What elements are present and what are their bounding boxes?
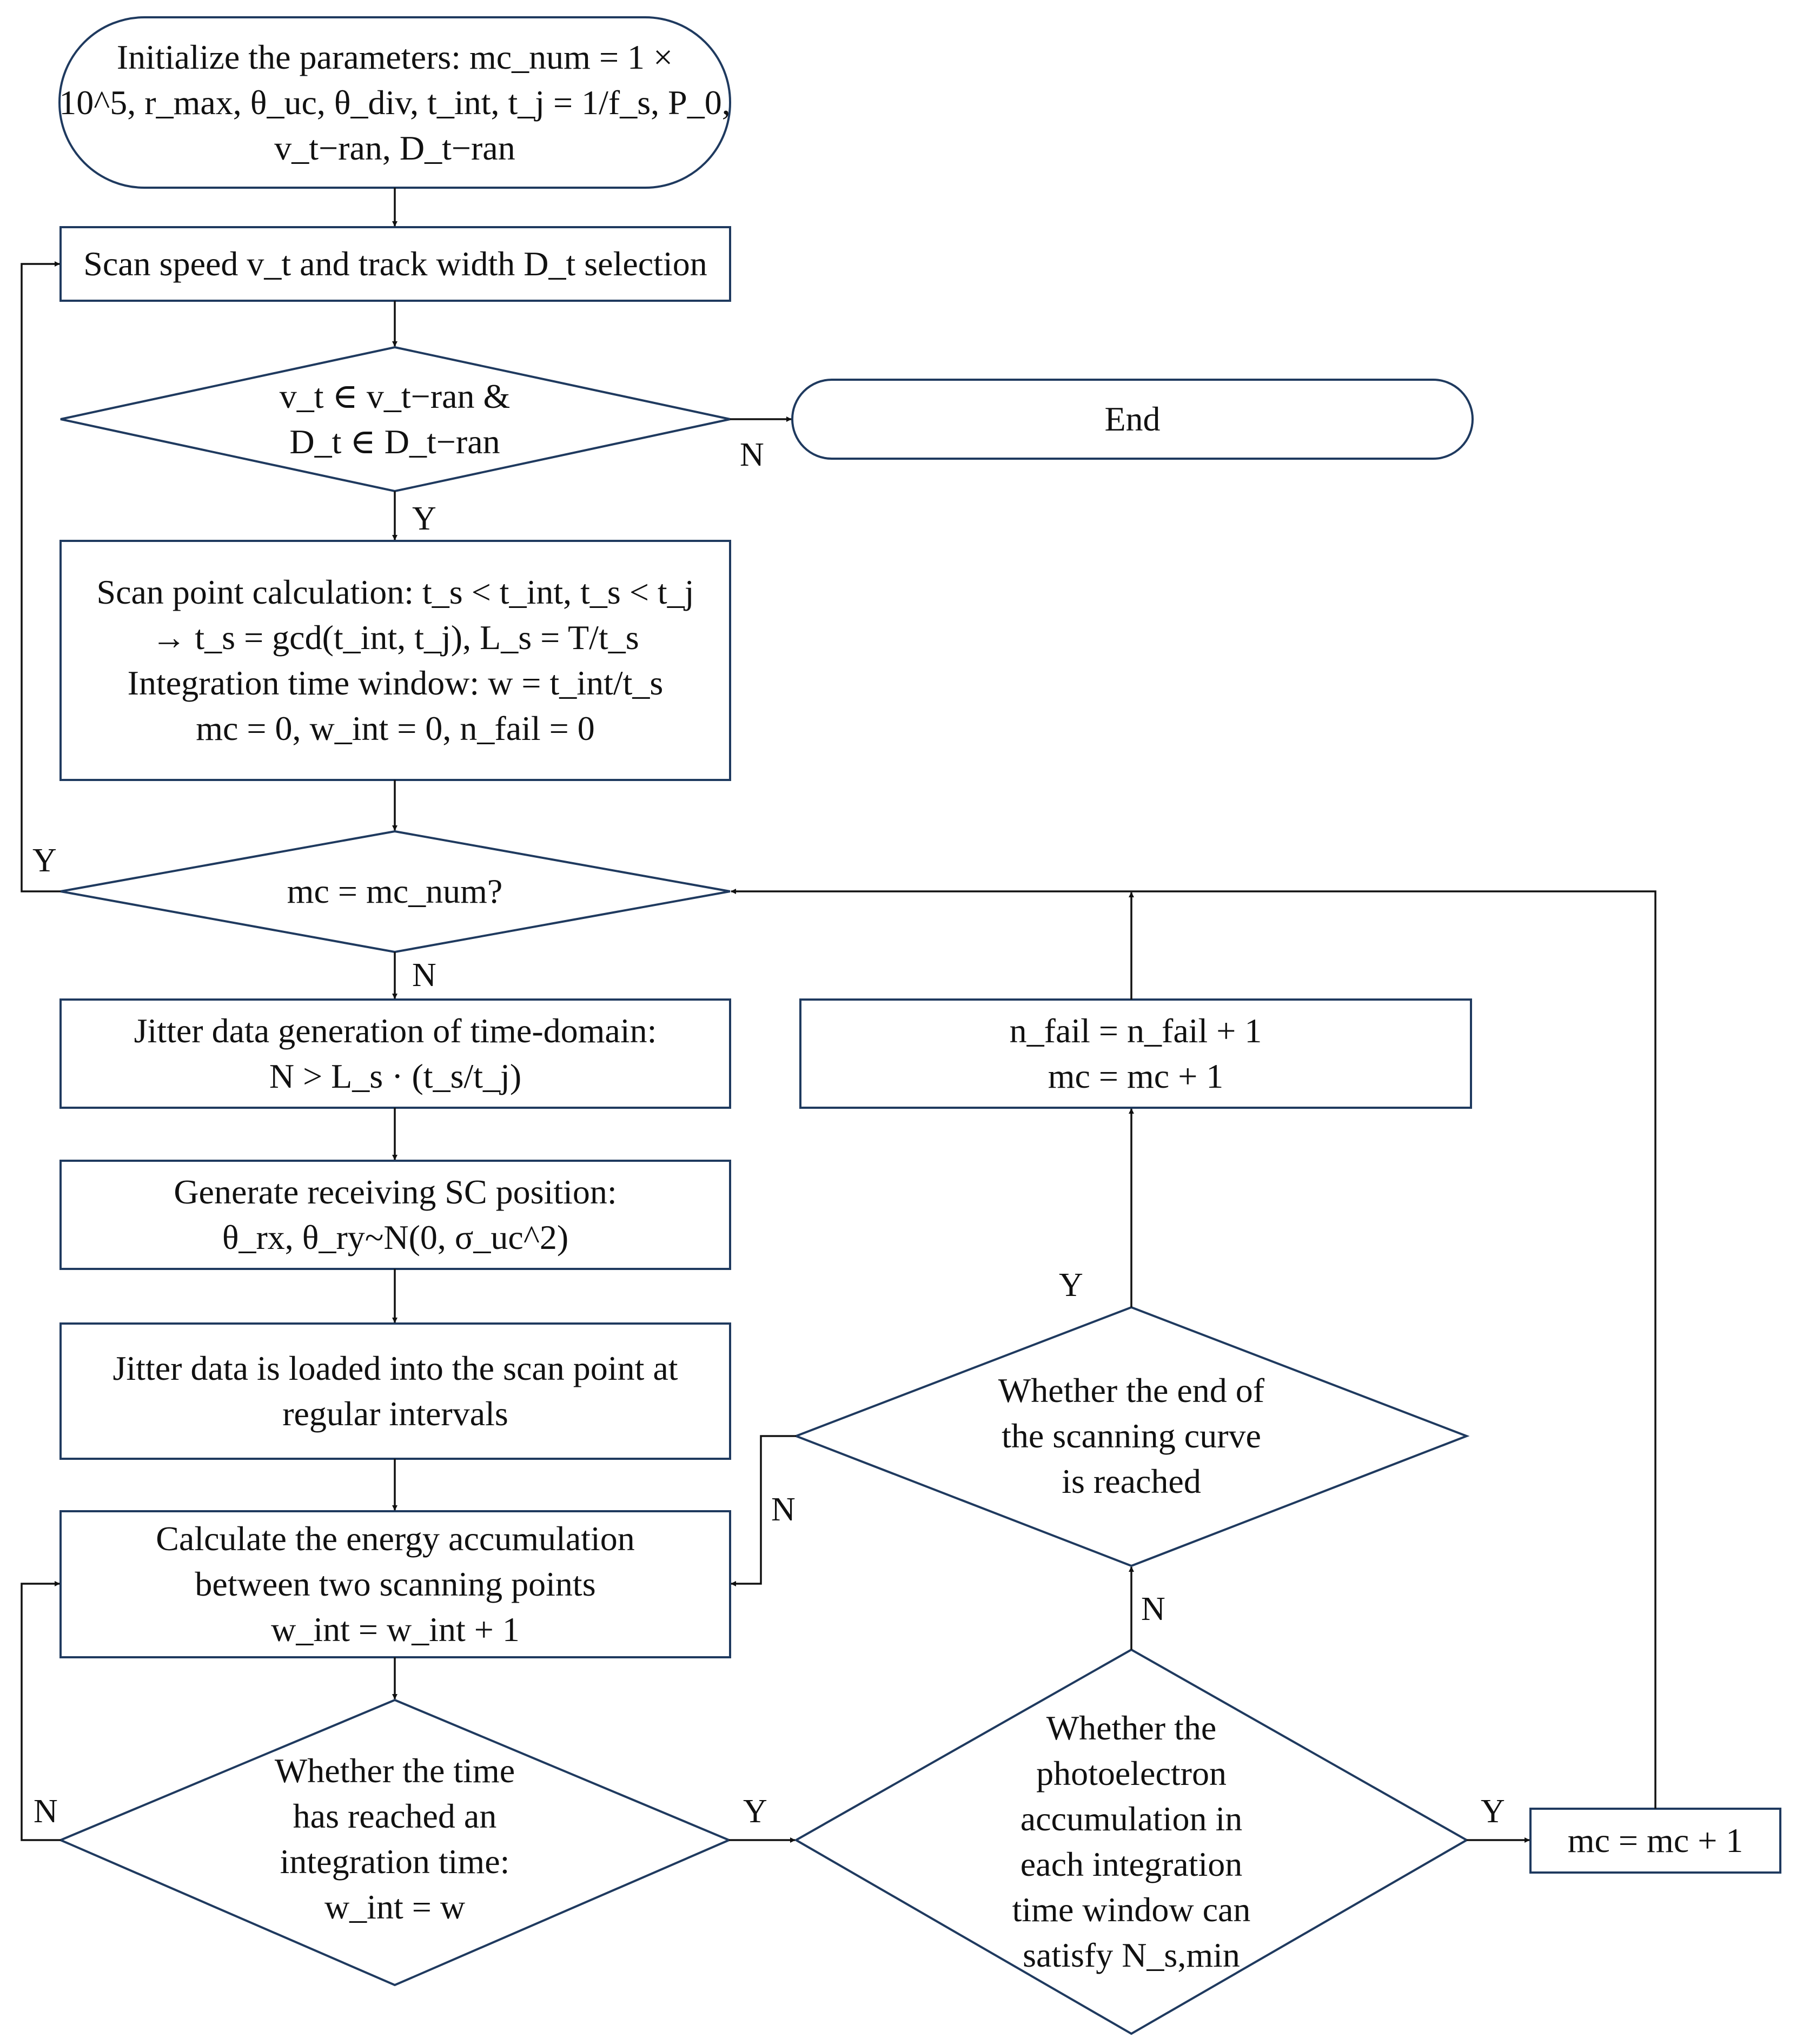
photo-decision-line-5: time window can bbox=[1012, 1890, 1251, 1929]
energy-calc-text: Calculate the energy accumulation betwee… bbox=[61, 1511, 730, 1657]
energy-calc-line-2: between two scanning points bbox=[195, 1565, 596, 1603]
curve-end-decision-diamond bbox=[793, 1306, 1470, 1567]
energy-calc-line-3: w_int = w_int + 1 bbox=[271, 1610, 520, 1649]
photo-decision-line-3: accumulation in bbox=[1020, 1800, 1243, 1838]
scan-calc-line-3: Integration time window: w = t_int/t_s bbox=[127, 664, 664, 702]
edge-time-no-loop bbox=[21, 1581, 61, 1841]
mc-inc-line-1: mc = mc + 1 bbox=[1567, 1821, 1744, 1860]
mc-inc-text: mc = mc + 1 bbox=[1530, 1809, 1780, 1873]
fail-inc-box bbox=[799, 998, 1472, 1109]
edge-mcinc-to-mc bbox=[731, 889, 1656, 1809]
time-decision-line-1: Whether the time bbox=[274, 1751, 515, 1790]
curve-end-line-3: is reached bbox=[1062, 1462, 1201, 1500]
photo-decision-diamond bbox=[793, 1648, 1469, 2035]
edge-mc-yes-loop bbox=[21, 261, 61, 892]
range-no-label: N bbox=[740, 436, 764, 473]
time-yes-label: Y bbox=[743, 1793, 767, 1830]
curve-end-line-1: Whether the end of bbox=[998, 1371, 1265, 1410]
scan-select-line-1: Scan speed v_t and track width D_t selec… bbox=[83, 244, 707, 283]
photo-no-label: N bbox=[1141, 1591, 1165, 1628]
end-terminal-shape bbox=[791, 379, 1474, 460]
mc-decision-text: mc = mc_num? bbox=[178, 865, 611, 917]
mc-decision-line-1: mc = mc_num? bbox=[287, 872, 503, 910]
range-yes-label: Y bbox=[412, 500, 436, 537]
end-text: End bbox=[792, 380, 1473, 459]
edge-curve-no-to-energy bbox=[731, 1435, 796, 1586]
mc-yes-label: Y bbox=[32, 842, 57, 879]
time-decision-line-2: has reached an bbox=[293, 1797, 497, 1835]
jitter-load-line-2: regular intervals bbox=[282, 1394, 508, 1433]
time-decision-diamond bbox=[57, 1698, 732, 1987]
curve-yes-label: Y bbox=[1059, 1267, 1083, 1304]
scan-select-text: Scan speed v_t and track width D_t selec… bbox=[61, 227, 730, 301]
time-decision-text: Whether the time has reached an integrat… bbox=[233, 1747, 557, 1931]
jitter-load-line-1: Jitter data is loaded into the scan poin… bbox=[112, 1349, 678, 1387]
time-no-label: N bbox=[34, 1793, 58, 1830]
end-line-1: End bbox=[1104, 400, 1161, 438]
curve-no-label: N bbox=[771, 1491, 796, 1528]
curve-end-decision-text: Whether the end of the scanning curve is… bbox=[942, 1366, 1321, 1506]
range-line-2: D_t ∈ D_t−ran bbox=[289, 422, 500, 461]
photo-decision-line-1: Whether the bbox=[1046, 1709, 1217, 1747]
photo-decision-text: Whether the photoelectron accumulation i… bbox=[969, 1704, 1294, 1980]
curve-end-line-2: the scanning curve bbox=[1002, 1417, 1261, 1455]
photo-yes-label: Y bbox=[1481, 1793, 1505, 1830]
fail-inc-line-2: mc = mc + 1 bbox=[1048, 1057, 1224, 1095]
energy-calc-line-1: Calculate the energy accumulation bbox=[156, 1519, 635, 1558]
photo-decision-line-2: photoelectron bbox=[1036, 1754, 1227, 1792]
sc-position-line-1: Generate receiving SC position: bbox=[174, 1173, 617, 1211]
jitter-gen-line-2: N > L_s · (t_s/t_j) bbox=[269, 1057, 522, 1095]
jitter-gen-line-1: Jitter data generation of time-domain: bbox=[134, 1011, 657, 1050]
scan-calc-line-2: → t_s = gcd(t_int, t_j), L_s = T/t_s bbox=[151, 618, 639, 657]
photo-decision-line-6: satisfy N_s,min bbox=[1023, 1936, 1240, 1974]
init-line-2: 10^5, r_max, θ_uc, θ_div, t_int, t_j = 1… bbox=[59, 83, 731, 122]
range-decision-text: v_t ∈ v_t−ran & D_t ∈ D_t−ran bbox=[178, 368, 611, 471]
jitter-gen-text: Jitter data generation of time-domain: N… bbox=[61, 1000, 730, 1108]
fail-inc-line-1: n_fail = n_fail + 1 bbox=[1009, 1011, 1262, 1050]
connector-lines bbox=[21, 188, 1656, 1843]
init-text: Initialize the parameters: mc_num = 1 × … bbox=[59, 28, 730, 177]
time-decision-line-4: w_int = w bbox=[324, 1888, 466, 1926]
fail-inc-text: n_fail = n_fail + 1 mc = mc + 1 bbox=[800, 1000, 1471, 1108]
sc-position-line-2: θ_rx, θ_ry~N(0, σ_uc^2) bbox=[222, 1218, 569, 1256]
scan-calc-line-4: mc = 0, w_int = 0, n_fail = 0 bbox=[196, 709, 595, 748]
mc-no-label: N bbox=[412, 957, 436, 994]
init-line-3: v_t−ran, D_t−ran bbox=[274, 128, 515, 167]
sc-position-text: Generate receiving SC position: θ_rx, θ_… bbox=[61, 1161, 730, 1269]
scan-calc-line-1: Scan point calculation: t_s < t_int, t_s… bbox=[96, 573, 694, 611]
range-line-1: v_t ∈ v_t−ran & bbox=[279, 377, 511, 415]
time-decision-line-3: integration time: bbox=[280, 1842, 510, 1881]
photo-decision-line-4: each integration bbox=[1020, 1845, 1243, 1883]
init-line-1: Initialize the parameters: mc_num = 1 × bbox=[116, 37, 673, 76]
scan-calc-text: Scan point calculation: t_s < t_int, t_s… bbox=[61, 541, 730, 780]
jitter-load-text: Jitter data is loaded into the scan poin… bbox=[61, 1324, 730, 1459]
